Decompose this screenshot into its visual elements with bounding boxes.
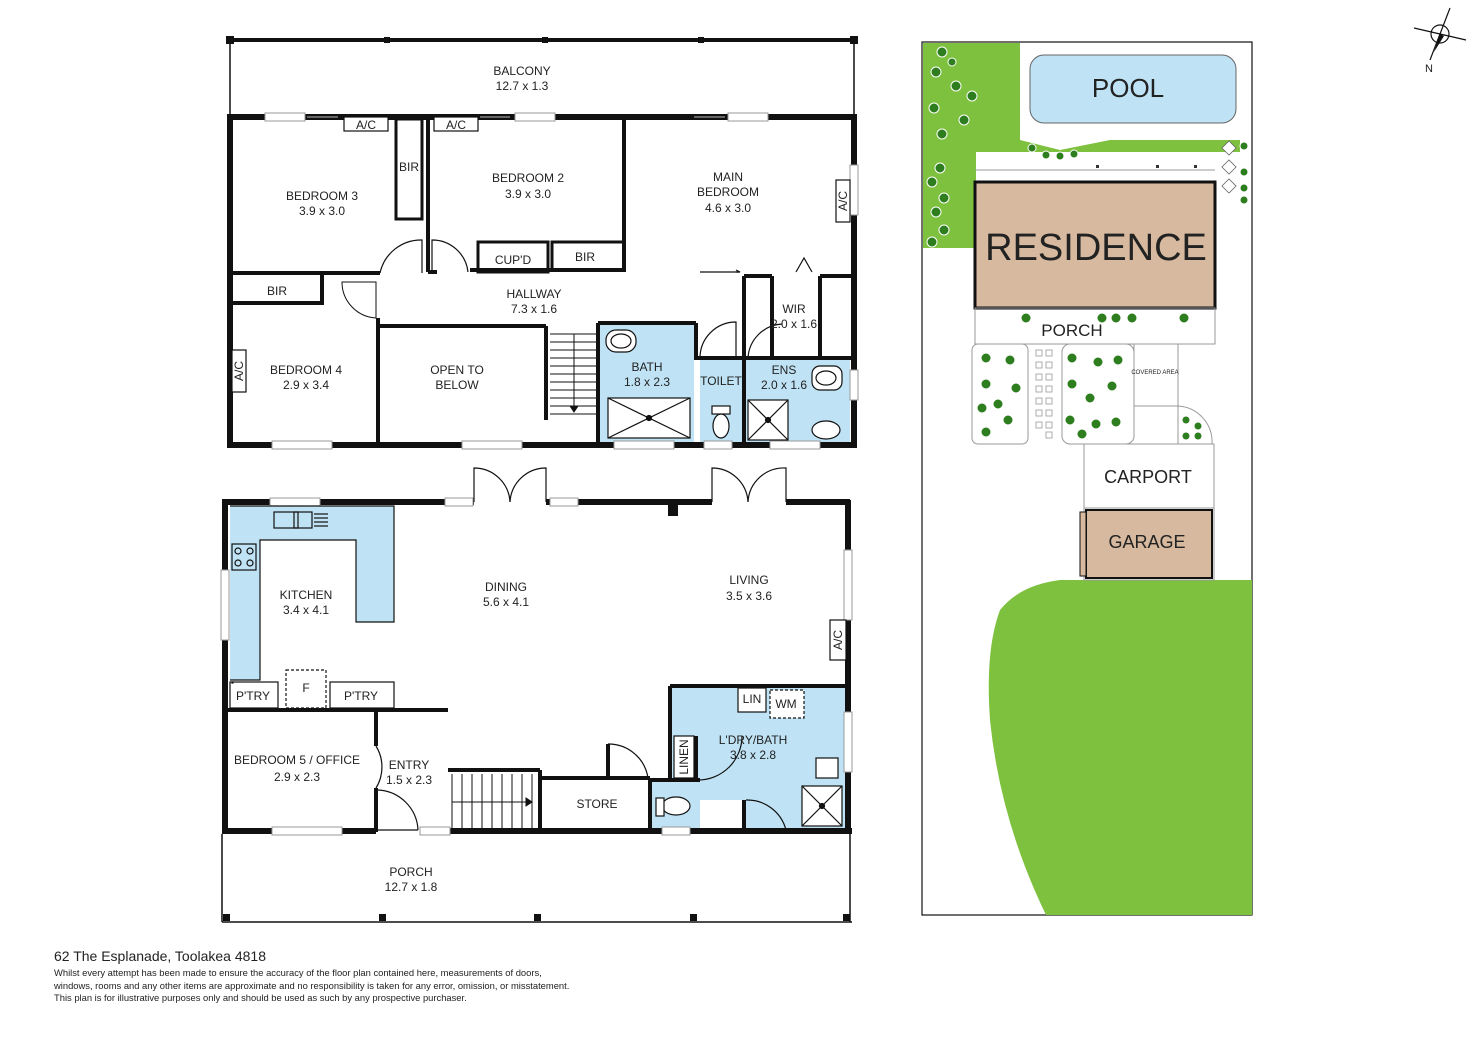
trees <box>926 46 1249 441</box>
ac-bedroom2-label: A/C <box>446 118 466 132</box>
ground-interior-walls <box>228 684 850 832</box>
living-label: LIVING <box>729 573 768 587</box>
kitchen-bench <box>230 506 394 680</box>
carport-label: CARPORT <box>1104 467 1192 487</box>
pool-label: POOL <box>1092 73 1164 103</box>
laundry-label: L'DRY/BATH <box>719 733 788 747</box>
balcony-outline <box>226 36 858 114</box>
site-outlines <box>971 169 1216 581</box>
bir-bedroom3-label: BIR <box>399 160 419 174</box>
main-bedroom-size: 4.6 x 3.0 <box>705 201 751 215</box>
garage-label: GARAGE <box>1108 532 1185 552</box>
entry-label: ENTRY <box>389 758 429 772</box>
bedroom5-label: BEDROOM 5 / OFFICE <box>234 753 360 767</box>
bedroom4-size: 2.9 x 3.4 <box>283 378 329 392</box>
bedroom5-size: 2.9 x 2.3 <box>274 770 320 784</box>
wir-label: WIR <box>782 302 806 316</box>
lin-label: LIN <box>743 692 762 706</box>
fence-posts <box>1096 165 1197 168</box>
upper-windows <box>264 112 859 450</box>
disclaimer-line: This plan is for illustrative purposes o… <box>54 992 467 1004</box>
footer: 62 The Esplanade, Toolakea 4818 Whilst e… <box>54 948 674 1005</box>
porch-label: PORCH <box>389 865 432 879</box>
kitchen-cabinets <box>229 505 395 709</box>
wir-size: 2.0 x 1.6 <box>771 317 817 331</box>
ground-stairs <box>451 774 533 828</box>
disclaimer-line: windows, rooms and any other items are a… <box>54 979 570 991</box>
upper-stairs <box>550 333 598 415</box>
residence-label: RESIDENCE <box>985 227 1207 269</box>
ground-windows <box>220 497 853 836</box>
bath-size: 1.8 x 2.3 <box>624 375 670 389</box>
toilet-label: TOILET <box>700 374 742 388</box>
built-in-robes <box>394 117 626 274</box>
pantry-right-label: P'TRY <box>344 689 378 703</box>
kitchen-size: 3.4 x 4.1 <box>283 603 329 617</box>
open-to-below-label-2: BELOW <box>435 378 479 392</box>
wm-label: WM <box>775 697 796 711</box>
north-label: N <box>1425 63 1433 75</box>
residence-shape <box>973 180 1217 310</box>
ac-living-label: A/C <box>831 630 845 650</box>
living-size: 3.5 x 3.6 <box>726 589 772 603</box>
disclaimer: Whilst every attempt has been made to en… <box>54 967 674 1005</box>
upper-bathroom-fixtures <box>605 329 843 441</box>
garage-shape <box>1085 509 1213 579</box>
cupd-label: CUP'D <box>495 253 532 267</box>
pantry-left-label: P'TRY <box>236 689 270 703</box>
site-plan: POOL RESIDENCE PORCH COVERED AREA CARPOR… <box>921 7 1467 916</box>
dining-label: DINING <box>485 580 527 594</box>
main-bedroom-label-1: MAIN <box>713 170 743 184</box>
laundry-fixtures <box>231 681 843 827</box>
upper-floor: BALCONY 12.7 x 1.3 BEDROOM 3 3.9 x 3.0 B… <box>226 36 859 450</box>
porch-size: 12.7 x 1.8 <box>385 880 438 894</box>
ac-units-upper <box>231 116 851 393</box>
site-porch-label: PORCH <box>1041 321 1102 340</box>
north-compass-icon: N <box>1413 7 1467 75</box>
balcony-label: BALCONY <box>493 64 550 78</box>
open-to-below-label-1: OPEN TO <box>430 363 484 377</box>
bath-label: BATH <box>631 360 662 374</box>
planter-diamonds <box>1221 140 1237 194</box>
bedroom2-label: BEDROOM 2 <box>492 171 564 185</box>
store-label: STORE <box>576 797 617 811</box>
bir-bedroom4-label: BIR <box>267 284 287 298</box>
ac-bedroom3-label: A/C <box>356 118 376 132</box>
ac-unit-living <box>829 619 847 661</box>
ens-label: ENS <box>772 363 797 377</box>
french-doors <box>473 467 787 503</box>
entry-size: 1.5 x 2.3 <box>386 773 432 787</box>
hallway-label: HALLWAY <box>506 287 561 301</box>
property-address: 62 The Esplanade, Toolakea 4818 <box>54 948 266 964</box>
ground-doors <box>375 735 787 831</box>
kitchen-label: KITCHEN <box>280 588 333 602</box>
upper-doors <box>307 116 813 359</box>
balcony-size: 12.7 x 1.3 <box>496 79 549 93</box>
ens-size: 2.0 x 1.6 <box>761 378 807 392</box>
covered-area-label: COVERED AREA <box>1131 370 1178 376</box>
bedroom4-label: BEDROOM 4 <box>270 363 342 377</box>
fridge-label: F <box>302 681 309 695</box>
hallway-size: 7.3 x 1.6 <box>511 302 557 316</box>
bedroom2-size: 3.9 x 3.0 <box>505 187 551 201</box>
paving-stones <box>1035 349 1053 439</box>
lawn-bottom <box>988 580 1252 915</box>
column <box>668 502 678 516</box>
porch-outline <box>221 834 852 923</box>
bedroom3-label: BEDROOM 3 <box>286 189 358 203</box>
linen-label: LINEN <box>677 739 691 774</box>
ac-bedroom4-label: A/C <box>232 361 246 381</box>
ground-floor: KITCHEN 3.4 x 4.1 DINING 5.6 x 4.1 LIVIN… <box>220 467 853 923</box>
bir-bedroom2-label: BIR <box>575 250 595 264</box>
dining-size: 5.6 x 4.1 <box>483 595 529 609</box>
bedroom3-size: 3.9 x 3.0 <box>299 204 345 218</box>
pool-shape <box>1029 54 1237 124</box>
disclaimer-line: Whilst every attempt has been made to en… <box>54 967 542 978</box>
laundry-size: 3.8 x 2.8 <box>730 748 776 762</box>
main-bedroom-label-2: BEDROOM <box>697 185 759 199</box>
ac-main-bedroom-label: A/C <box>836 191 850 211</box>
